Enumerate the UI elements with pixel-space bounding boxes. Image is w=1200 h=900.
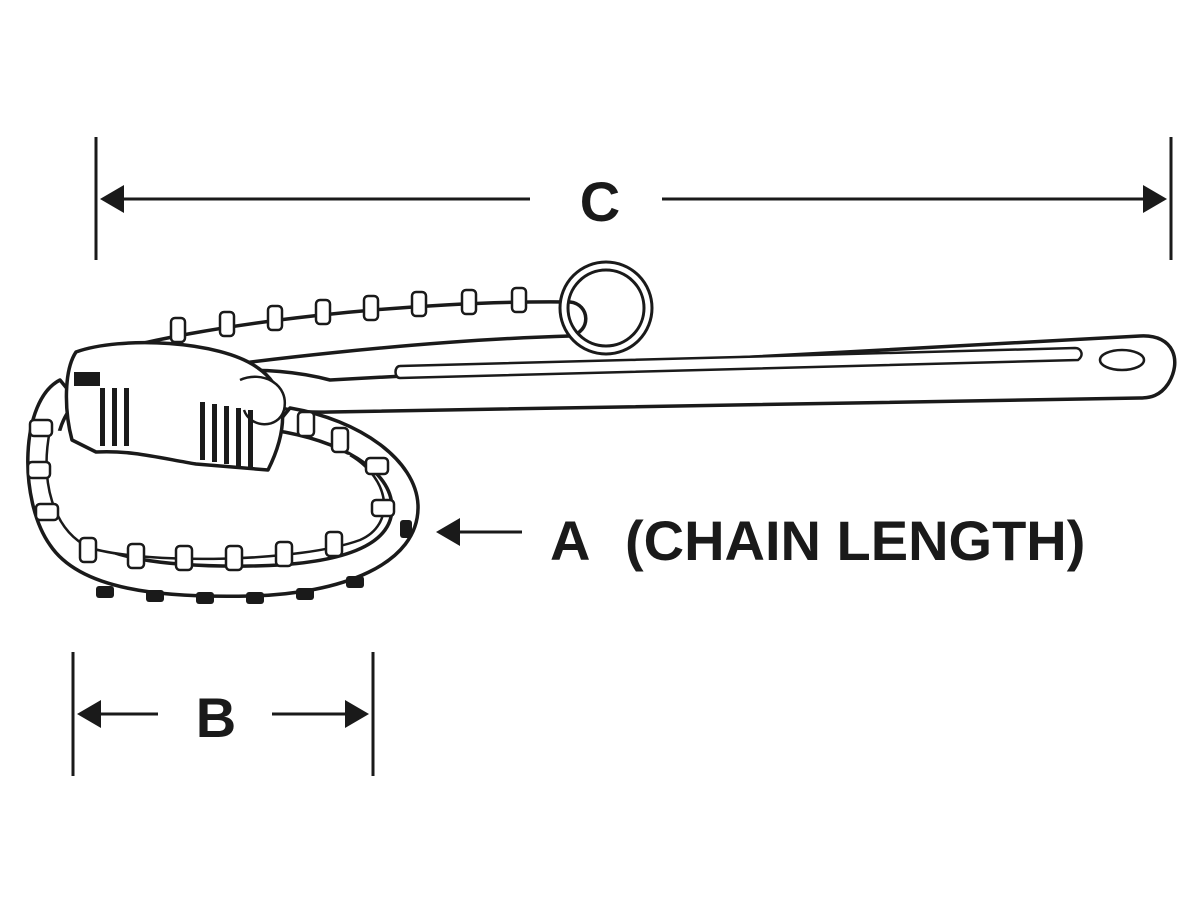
dimension-a-arrowhead (436, 518, 460, 546)
upper-chain-pins (169, 286, 528, 344)
ring-icon (558, 260, 654, 356)
hang-hole-icon (1098, 348, 1146, 372)
jaw-grip-ridges (100, 388, 253, 468)
dimension-b-right-arrowhead (345, 700, 369, 728)
dimension-a-label: A (550, 509, 590, 572)
chain-loop-pins (26, 410, 396, 572)
dimension-a-description: (CHAIN LENGTH) (625, 509, 1085, 572)
chain-loop-teeth (96, 520, 412, 604)
dimension-b: B (71, 652, 375, 776)
dimension-a: A (CHAIN LENGTH) (436, 509, 1085, 572)
handle-groove (394, 346, 1083, 380)
wrench-jaw (64, 340, 287, 472)
jaw-chain-pin (74, 372, 100, 386)
dimension-b-label: B (196, 686, 236, 749)
chain-loop (26, 378, 420, 604)
dimension-c-right-arrowhead (1143, 185, 1167, 213)
dimension-c-label: C (580, 170, 620, 233)
dimension-c: C (94, 137, 1173, 260)
dimension-c-left-arrowhead (100, 185, 124, 213)
dimension-b-left-arrowhead (77, 700, 101, 728)
